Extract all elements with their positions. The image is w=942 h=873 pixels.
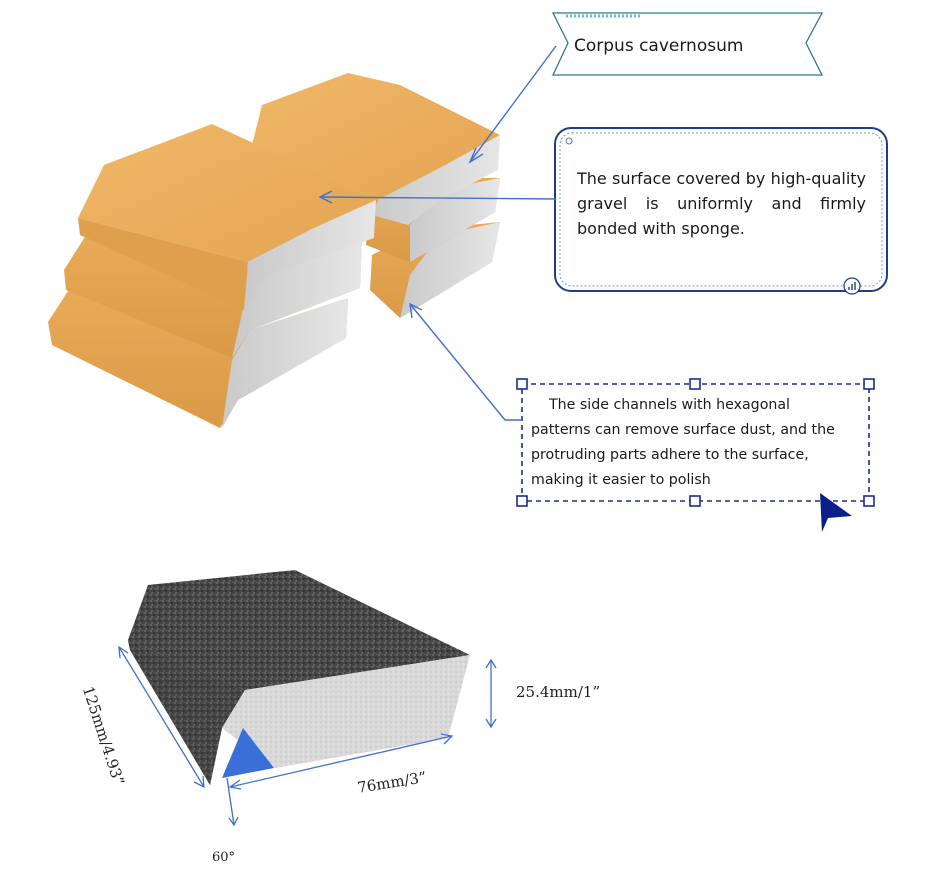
dimension-height-label: 25.4mm/1” <box>516 683 601 701</box>
dimension-arrows <box>118 645 497 827</box>
orange-sponge-stack-front <box>48 124 376 428</box>
callout-arrows <box>318 45 557 421</box>
callout-selection-side <box>516 378 875 532</box>
callout-side-body: The side channels with hexagonal pattern… <box>531 397 835 488</box>
cursor-pointer-icon <box>820 493 852 532</box>
callout-corpus-text: Corpus cavernosum <box>574 36 744 56</box>
grey-sanding-block <box>128 570 470 785</box>
callout-surface-text: The surface covered by high-quality grav… <box>577 169 866 238</box>
callout-box-surface <box>554 127 888 295</box>
callout-side-text: The side channels with hexagonal pattern… <box>531 393 851 493</box>
dimension-angle-label: 60° <box>212 850 236 865</box>
callout-banner-corpus <box>551 12 824 76</box>
